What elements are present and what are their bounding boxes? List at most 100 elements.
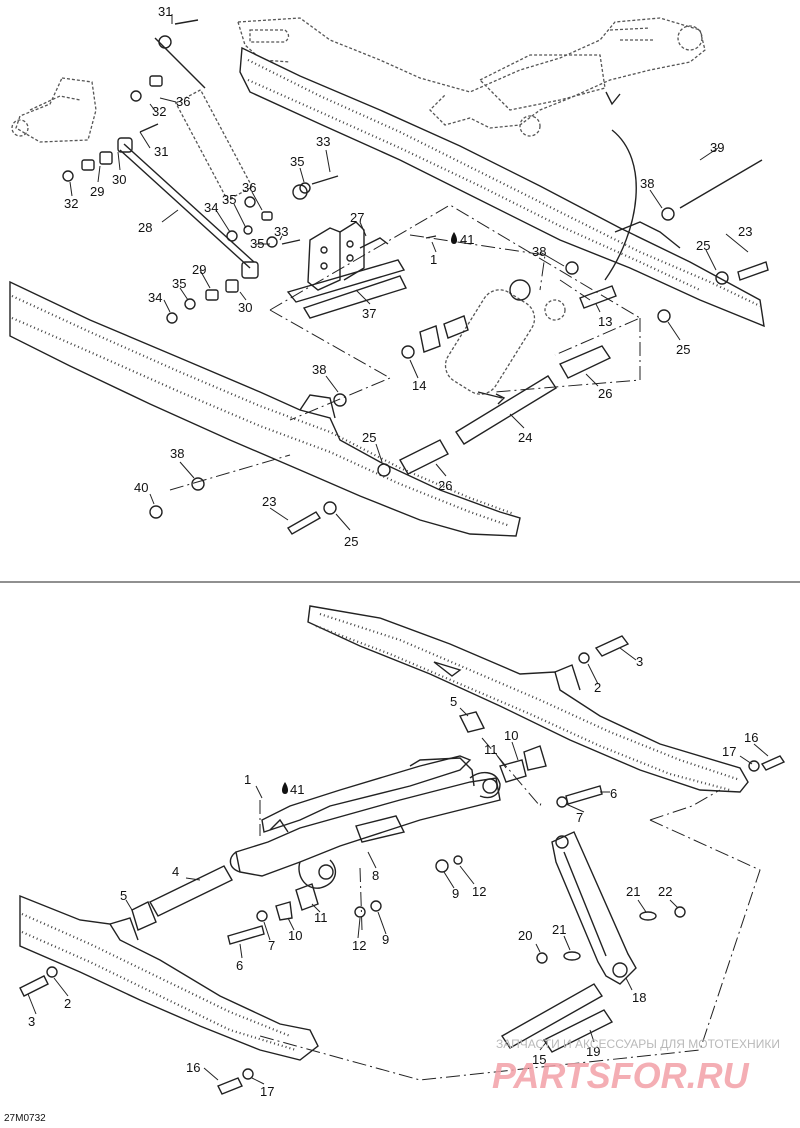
right-rail-top xyxy=(239,46,765,328)
callout-10: 10 xyxy=(288,928,302,943)
bottom-leader-lines xyxy=(27,647,769,1085)
watermark-tagline: ЗАПЧАСТИ И АКСЕССУАРЫ ДЛЯ МОТОТЕХНИКИ xyxy=(496,1037,780,1051)
lube-droplet-icon xyxy=(451,232,457,244)
callout-5: 5 xyxy=(120,888,127,903)
ghost-front-bracket xyxy=(11,77,97,143)
callout-16: 16 xyxy=(186,1060,200,1075)
callout-20: 20 xyxy=(518,928,532,943)
callout-34: 34 xyxy=(204,200,218,215)
callout-1: 1 xyxy=(430,252,437,267)
callout-41: 41 xyxy=(290,782,304,797)
callout-8: 8 xyxy=(372,868,379,883)
right-rail-bottom xyxy=(307,605,749,793)
callout-35: 35 xyxy=(290,154,304,169)
callout-38: 38 xyxy=(170,446,184,461)
callout-33: 33 xyxy=(274,224,288,239)
callout-36: 36 xyxy=(242,180,256,195)
callout-36: 36 xyxy=(176,94,190,109)
callout-25: 25 xyxy=(362,430,376,445)
left-rail-top xyxy=(9,280,521,537)
watermark: ЗАПЧАСТИ И АКСЕССУАРЫ ДЛЯ МОТОТЕХНИКИ PA… xyxy=(492,1037,780,1096)
bottom-assembly-dash-lines xyxy=(259,737,761,1081)
front-hardware-group xyxy=(62,19,199,182)
callout-7: 7 xyxy=(268,938,275,953)
callout-23: 23 xyxy=(738,224,752,239)
upper-pivot-hardware xyxy=(435,745,603,873)
callout-41: 41 xyxy=(460,232,474,247)
callout-22: 22 xyxy=(658,884,672,899)
callout-21: 21 xyxy=(626,884,640,899)
callout-6: 6 xyxy=(236,958,243,973)
callout-2: 2 xyxy=(64,996,71,1011)
lower-pivot-hardware xyxy=(227,883,382,945)
right-side-hardware xyxy=(565,159,769,323)
callout-25: 25 xyxy=(344,534,358,549)
callout-18: 18 xyxy=(632,990,646,1005)
callout-14: 14 xyxy=(412,378,426,393)
top-section: 31 36 32 31 30 29 32 33 35 36 35 34 28 2… xyxy=(9,4,769,549)
top-leader-lines xyxy=(69,14,749,531)
callout-34: 34 xyxy=(148,290,162,305)
callout-24: 24 xyxy=(518,430,532,445)
front-shock-absorber xyxy=(117,35,308,279)
drawing-reference-code: 27M0732 xyxy=(4,1113,46,1124)
rear-link-arm xyxy=(536,831,686,985)
callout-15: 15 xyxy=(532,1052,546,1067)
bottom-callouts: 3 2 5 16 17 10 11 1 41 6 7 4 8 12 9 5 11… xyxy=(28,654,758,1099)
callout-35: 35 xyxy=(222,192,236,207)
callout-39: 39 xyxy=(710,140,724,155)
callout-30: 30 xyxy=(112,172,126,187)
callout-9: 9 xyxy=(382,932,389,947)
callout-37: 37 xyxy=(362,306,376,321)
callout-33: 33 xyxy=(316,134,330,149)
rear-swing-arm xyxy=(229,755,501,889)
callout-12: 12 xyxy=(472,884,486,899)
callout-16: 16 xyxy=(744,730,758,745)
rail-mount-hardware xyxy=(19,635,786,1095)
callout-6: 6 xyxy=(610,786,617,801)
callout-4: 4 xyxy=(172,864,179,879)
watermark-brand: PARTSFOR.RU xyxy=(492,1055,750,1096)
ghost-swing-arm-outline xyxy=(237,17,706,137)
callout-7: 7 xyxy=(576,810,583,825)
callout-28: 28 xyxy=(138,220,152,235)
callout-12: 12 xyxy=(352,938,366,953)
callout-2: 2 xyxy=(594,680,601,695)
bottom-section: 3 2 5 16 17 10 11 1 41 6 7 4 8 12 9 5 11… xyxy=(19,605,786,1099)
callout-3: 3 xyxy=(28,1014,35,1029)
callout-32: 32 xyxy=(152,104,166,119)
callout-31: 31 xyxy=(158,4,172,19)
callout-26: 26 xyxy=(598,386,612,401)
callout-29: 29 xyxy=(192,262,206,277)
callout-13: 13 xyxy=(598,314,612,329)
callout-38: 38 xyxy=(640,176,654,191)
callout-10: 10 xyxy=(504,728,518,743)
callout-26: 26 xyxy=(438,478,452,493)
callout-27: 27 xyxy=(350,210,364,225)
callout-25: 25 xyxy=(696,238,710,253)
callout-1: 1 xyxy=(244,772,251,787)
callout-17: 17 xyxy=(260,1084,274,1099)
rear-axles xyxy=(149,345,612,535)
front-axle xyxy=(131,711,486,931)
callout-11: 11 xyxy=(484,742,498,757)
callout-11: 11 xyxy=(314,910,328,925)
mid-hardware-group xyxy=(166,175,339,324)
callout-29: 29 xyxy=(90,184,104,199)
pivot-bracket xyxy=(286,221,437,319)
callout-17: 17 xyxy=(722,744,736,759)
callout-38: 38 xyxy=(312,362,326,377)
callout-3: 3 xyxy=(636,654,643,669)
callout-23: 23 xyxy=(262,494,276,509)
rear-rollers xyxy=(500,983,614,1053)
left-rail-bottom xyxy=(19,894,319,1061)
callout-25: 25 xyxy=(676,342,690,357)
callout-31: 31 xyxy=(154,144,168,159)
callout-35: 35 xyxy=(250,236,264,251)
callout-21: 21 xyxy=(552,922,566,937)
lube-droplet-icon xyxy=(282,782,288,794)
callout-9: 9 xyxy=(452,886,459,901)
callout-30: 30 xyxy=(238,300,252,315)
callout-40: 40 xyxy=(134,480,148,495)
